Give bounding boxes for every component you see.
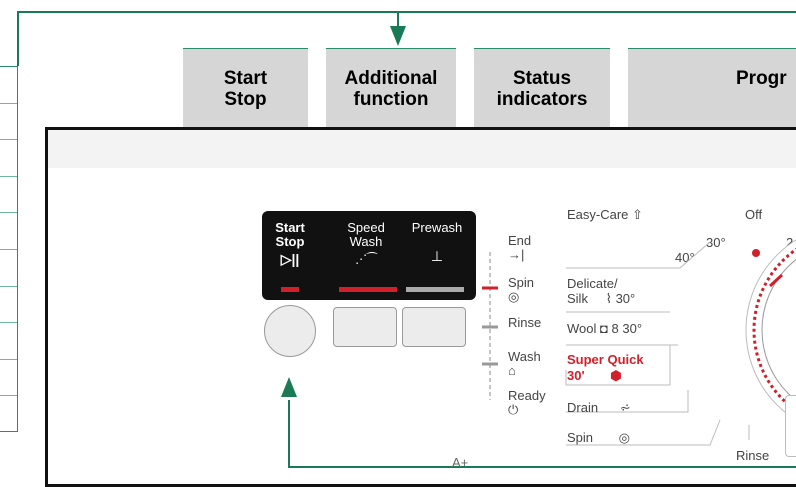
temp-40: 40° <box>675 250 695 265</box>
header-status-indicators: Status indicators <box>474 48 610 129</box>
start-indicator <box>281 287 299 292</box>
status-ready: Ready⏻ <box>508 388 546 417</box>
header-programmes: Progr <box>628 48 796 128</box>
speed-wash-button[interactable] <box>333 307 397 347</box>
prog-easy-care: Easy-Care ⇧ <box>567 207 643 222</box>
status-end: End→| <box>508 233 532 262</box>
wool-icon: ◘ <box>600 321 608 336</box>
easy-care-icon: ⇧ <box>632 207 643 222</box>
prog-off: Off <box>745 207 763 222</box>
end-icon: →| <box>508 247 525 262</box>
status-spin: Spin◎ <box>508 275 535 304</box>
prewash-indicator <box>406 287 464 292</box>
wash-icon: ⌂ <box>508 363 516 378</box>
temp-2: 2 <box>786 235 794 250</box>
prog-rinse: Rinse <box>736 448 770 463</box>
status-bracket <box>482 252 498 400</box>
prewash-button[interactable] <box>402 307 466 347</box>
power-icon: ⏻ <box>508 402 519 417</box>
silk-icon: ⌇ <box>605 291 612 306</box>
left-table <box>0 66 18 432</box>
drain-icon: ⩫ <box>619 400 631 415</box>
start-stop-button[interactable] <box>264 305 316 357</box>
prog-delicate: Delicate/Silk ⌇ 30° <box>567 276 636 306</box>
header-additional-function: Additional function <box>326 48 456 129</box>
speed-wash-indicator <box>339 287 397 292</box>
status-wash: Wash⌂ <box>508 349 541 378</box>
programme-lines <box>565 239 796 446</box>
speed-wash-icon: ⋰⁀ <box>355 252 377 266</box>
super-quick-icon: ⬢ <box>610 368 622 383</box>
spin-prog-icon: ◎ <box>618 430 630 445</box>
handwash-icon: 8 <box>611 321 619 336</box>
prewash-label: Prewash ⊥ <box>404 221 470 264</box>
panel-top-strip <box>48 130 796 168</box>
prog-drain: Drain ⩫ <box>567 400 631 415</box>
display-block <box>262 211 476 300</box>
spin-icon: ◎ <box>508 289 520 304</box>
rinse-tick <box>785 395 796 457</box>
aplus-label: A+ <box>452 455 469 470</box>
status-rinse: Rinse <box>508 315 542 330</box>
temp-30: 30° <box>706 235 726 250</box>
play-pause-icon: ▷|| <box>280 251 300 267</box>
prog-wool: Wool ◘ 8 30° <box>567 321 643 336</box>
header-start-stop: Start Stop <box>183 48 308 129</box>
prewash-icon: ⊥ <box>430 248 444 264</box>
prog-spin: Spin ◎ <box>567 430 630 445</box>
